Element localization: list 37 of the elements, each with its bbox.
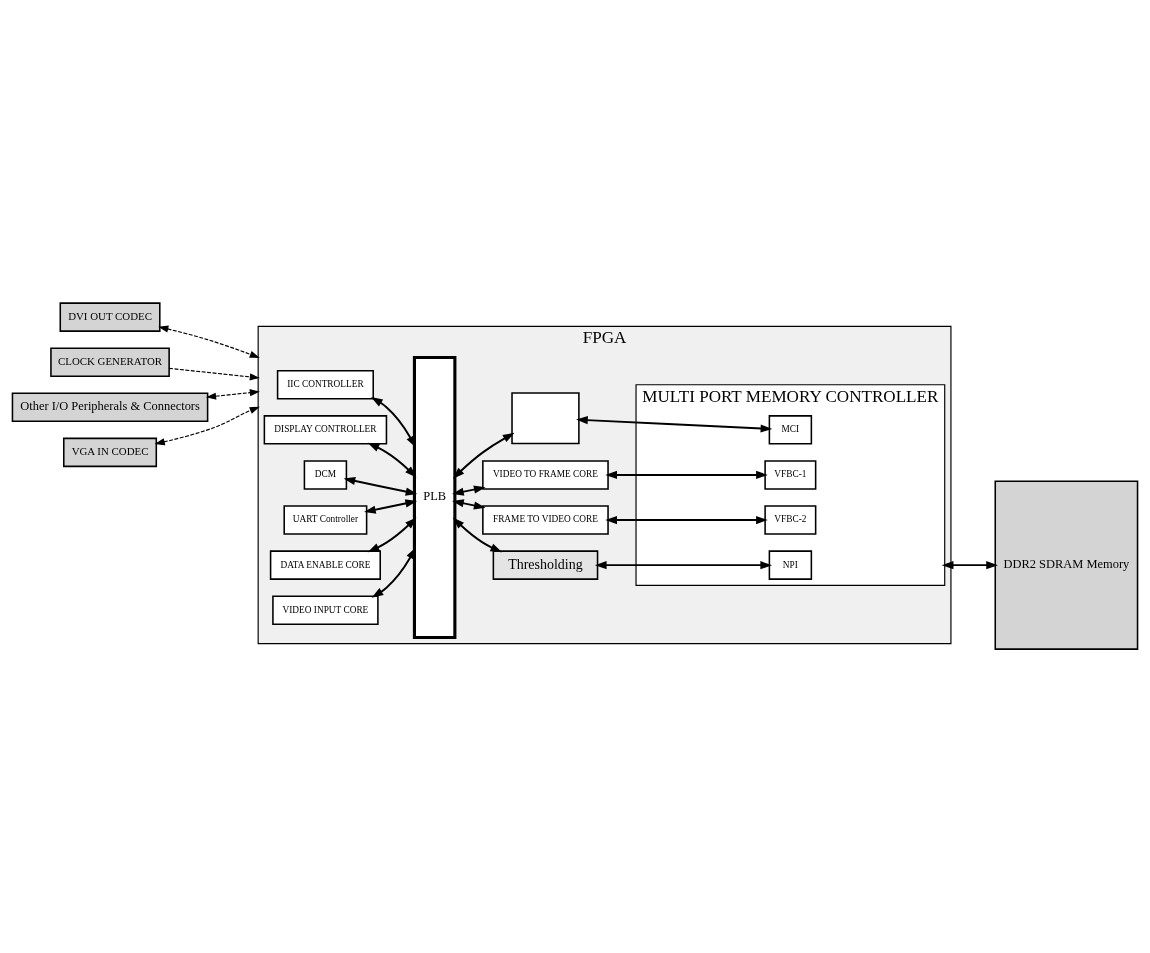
node-box: VIDEO INPUT CORE [272,595,379,625]
arrow [594,561,773,570]
arrow [205,389,260,400]
node-box: CLOCK GENERATOR [50,347,170,377]
arrow [371,547,416,598]
node-box: IIC CONTROLLER [276,370,374,400]
node-box: VFBC-1 [764,460,817,490]
arrow [452,517,503,553]
node-box: VIDEO TO FRAME CORE [482,460,609,490]
node-box: FRAME TO VIDEO CORE [482,505,609,535]
node-box: DATA ENABLE CORE [269,550,381,580]
arrow [452,432,515,479]
arrow [168,367,260,381]
arrow [605,470,768,480]
arrow [364,499,418,514]
node-box: VFBC-2 [764,505,817,535]
node-box: PLB [412,356,457,639]
node-box [511,392,580,445]
node-box: MCI [768,415,813,445]
node-box: Thresholding [492,550,599,580]
arrow [576,416,773,433]
arrow [343,477,418,496]
node-box: Other I/O Peripherals & Connectors [11,392,209,423]
arrow [154,406,260,446]
arrow [941,561,998,570]
arrow [371,397,416,448]
node-box: DISPLAY CONTROLLER [263,415,388,445]
arrow [605,515,768,525]
arrow [367,517,417,553]
node-box: DVI OUT CODEC [59,302,161,332]
arrow [367,442,417,478]
node-box: DCM [303,460,348,490]
node-box: DDR2 SDRAM Memory [994,480,1139,650]
arrow [158,325,260,358]
node-box: NPI [768,550,813,580]
node-box: VGA IN CODEC [63,437,158,468]
node-box: UART Controller [283,505,368,535]
